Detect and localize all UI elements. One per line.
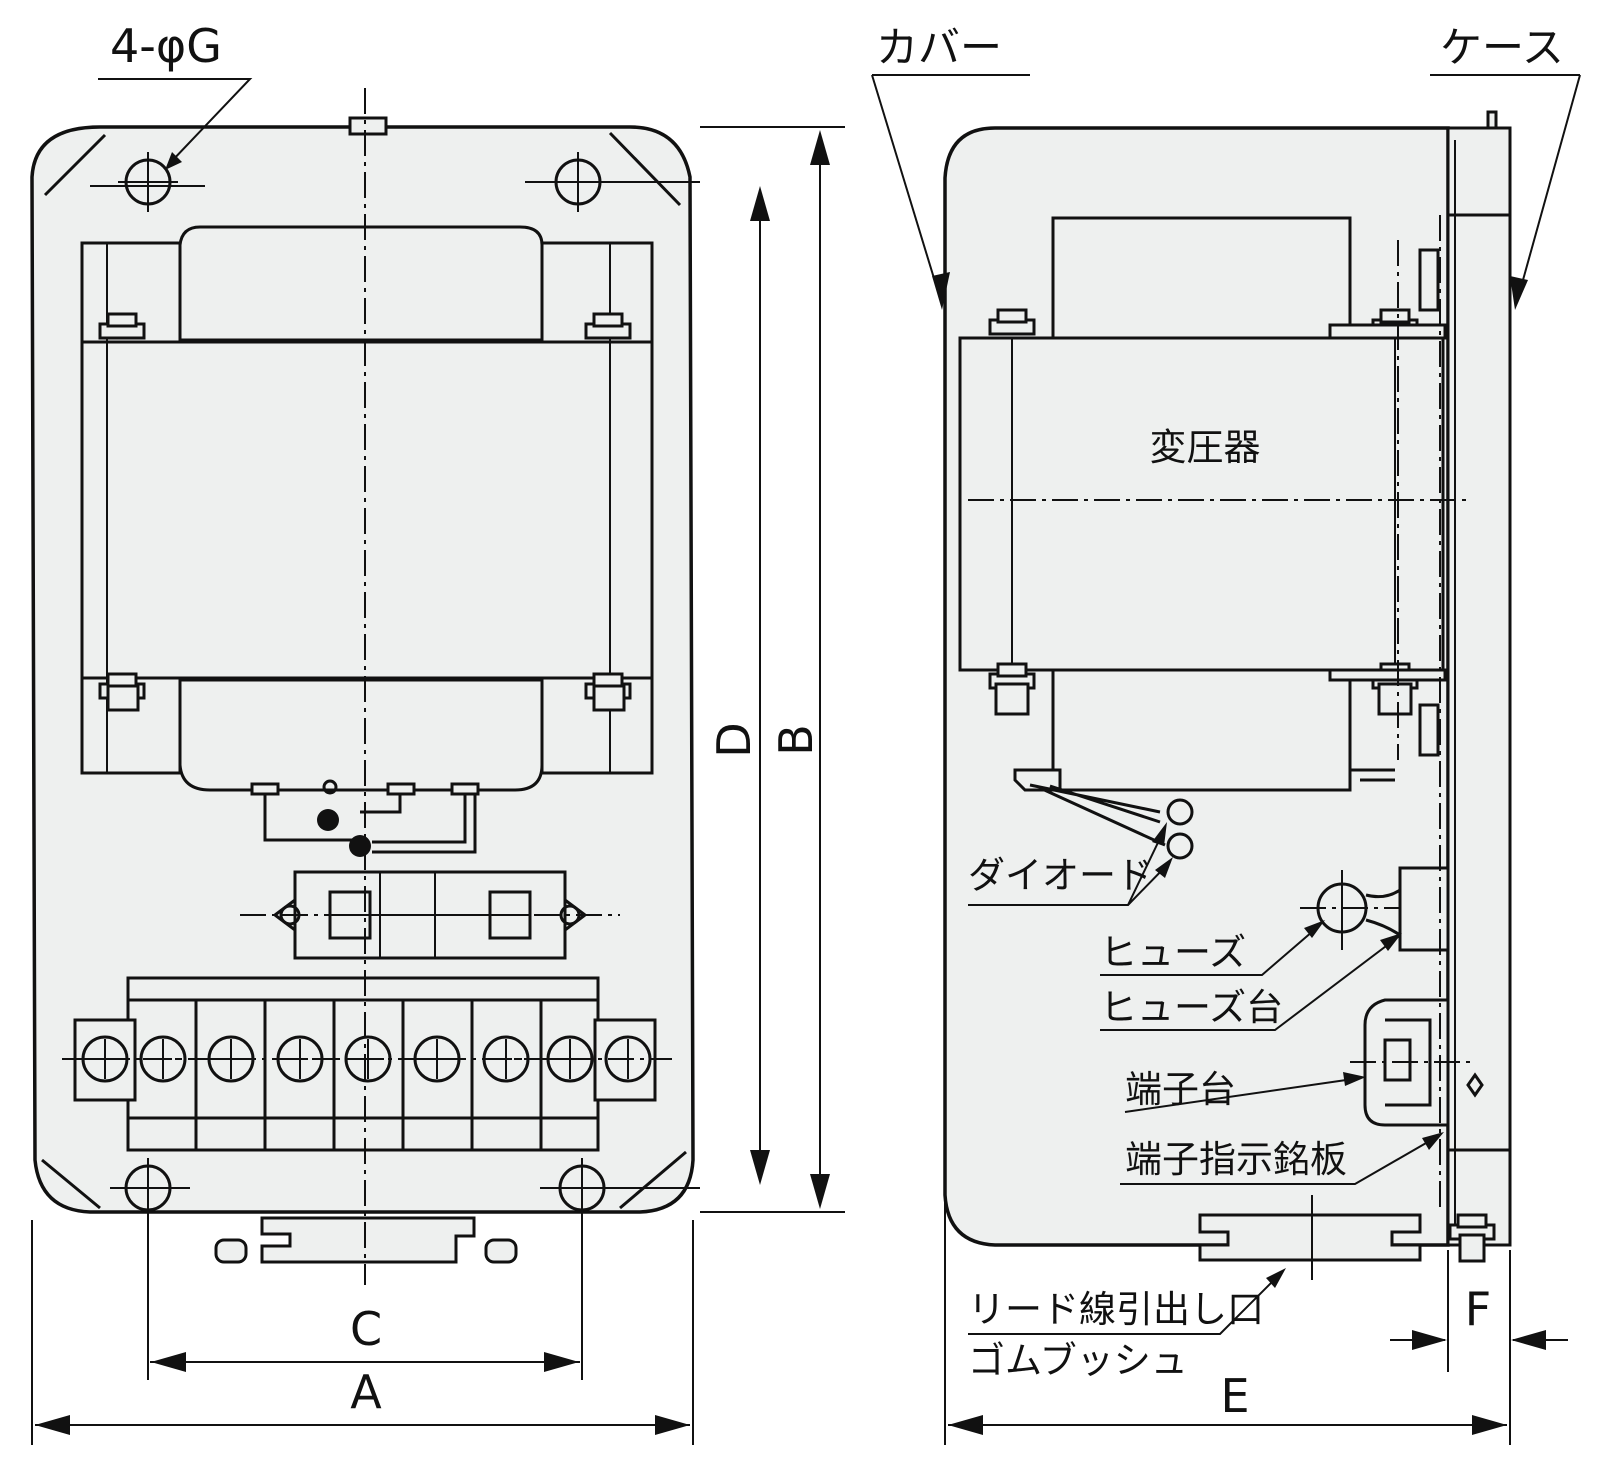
dim-b: B bbox=[769, 724, 823, 756]
dim-d: D bbox=[707, 722, 761, 757]
front-transformer bbox=[80, 225, 654, 792]
front-terminal-block bbox=[62, 976, 672, 1152]
side-bushing bbox=[1198, 1195, 1422, 1280]
side-case bbox=[1446, 126, 1512, 1247]
dim-e: E bbox=[1220, 1369, 1249, 1423]
label-case: ケース bbox=[1440, 23, 1564, 72]
side-terminal-block bbox=[1350, 998, 1484, 1127]
dim-a: A bbox=[350, 1365, 382, 1419]
side-transformer bbox=[958, 216, 1470, 792]
side-view: カバー ケース 変圧器 ダイオード ヒューズ ヒューズ台 端子台 端子指示銘板 … bbox=[871, 23, 1581, 1445]
label-lead-outlet-2: ゴムブッシュ bbox=[968, 1339, 1188, 1382]
label-fuse-holder: ヒューズ台 bbox=[1100, 986, 1283, 1029]
side-diode bbox=[1013, 768, 1395, 860]
front-bushing bbox=[214, 1216, 518, 1264]
label-lead-outlet-1: リード線引出し口 bbox=[968, 1288, 1264, 1331]
dim-c: C bbox=[350, 1302, 382, 1356]
label-fuse: ヒューズ bbox=[1100, 931, 1246, 974]
label-cover: カバー bbox=[876, 23, 1002, 72]
label-diode: ダイオード bbox=[968, 854, 1153, 897]
front-wiring bbox=[250, 779, 480, 857]
dim-f: F bbox=[1465, 1282, 1491, 1336]
label-terminal-plate: 端子指示銘板 bbox=[1125, 1138, 1347, 1181]
front-view: 4-φG B D C A bbox=[30, 19, 845, 1445]
hole-label: 4-φG bbox=[110, 19, 222, 73]
label-transformer: 変圧器 bbox=[1150, 426, 1261, 469]
front-fuse-holder bbox=[240, 870, 620, 960]
